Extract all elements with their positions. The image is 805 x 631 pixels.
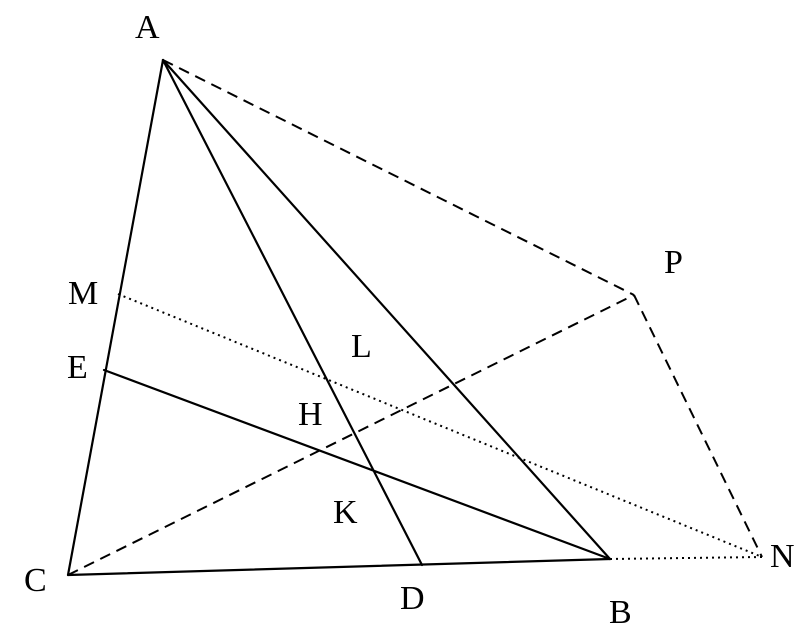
label-h: H	[298, 396, 323, 433]
segment-pn	[633, 294, 763, 558]
label-k: K	[333, 494, 358, 531]
segment-mn	[117, 293, 763, 558]
label-b: B	[609, 594, 632, 631]
segment-ad	[161, 58, 424, 567]
label-m: M	[68, 275, 98, 312]
label-e: E	[67, 349, 88, 386]
label-c: C	[24, 562, 47, 599]
segment-ap	[162, 59, 635, 296]
label-n: N	[770, 538, 795, 575]
segment-ab	[161, 58, 612, 561]
segment-cp	[67, 294, 635, 576]
label-p: P	[664, 244, 683, 281]
label-l: L	[351, 328, 372, 365]
segment-bn	[609, 556, 763, 560]
segment-cb	[66, 557, 612, 577]
segment-eb	[102, 368, 612, 561]
segment-ac	[66, 58, 165, 577]
label-d: D	[400, 580, 425, 617]
label-a: A	[135, 9, 160, 46]
